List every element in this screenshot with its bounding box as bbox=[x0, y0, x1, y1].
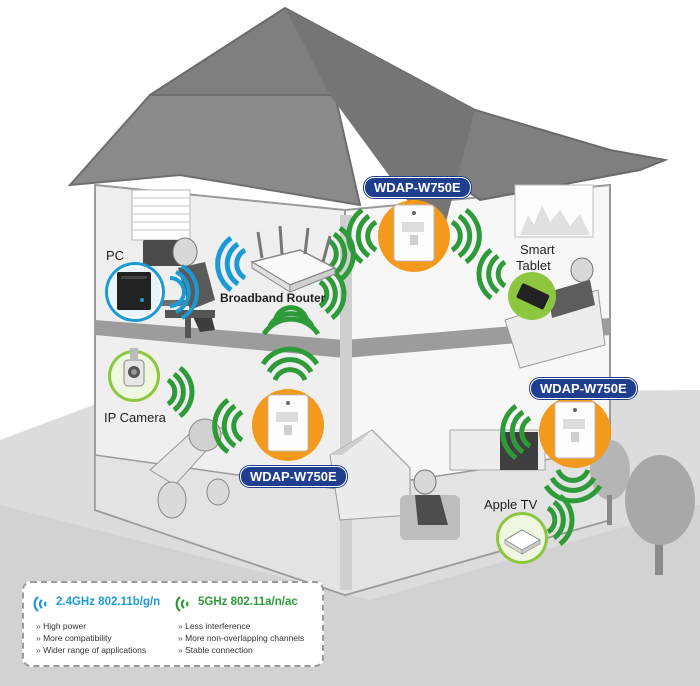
legend-box: 2.4GHz 802.11b/g/n High power More compa… bbox=[22, 581, 324, 667]
legend-24ghz-title: 2.4GHz 802.11b/g/n bbox=[56, 596, 161, 608]
legend-24ghz-item: Wider range of applications bbox=[36, 645, 146, 655]
smart-tablet-label-line1: Smart bbox=[520, 242, 555, 257]
window-city-view bbox=[514, 184, 594, 238]
router-icon bbox=[250, 225, 337, 293]
ip-camera-label: IP Camera bbox=[104, 410, 166, 425]
ip-camera-icon bbox=[108, 348, 160, 402]
wifi-arcs-apple-tv bbox=[546, 494, 575, 546]
wifi-arcs-2g-pc bbox=[169, 264, 200, 320]
bed-with-person bbox=[504, 257, 606, 369]
wifi-arcs-ap2 bbox=[212, 346, 320, 455]
legend-5ghz-item: Stable connection bbox=[178, 645, 253, 655]
wifi-arcs-tablet bbox=[476, 248, 507, 300]
wifi-arcs-2g-router bbox=[215, 235, 247, 293]
wifi-arcs-camera bbox=[166, 366, 195, 418]
access-point-1-icon bbox=[378, 200, 450, 272]
legend-5ghz-item: More non-overlapping channels bbox=[178, 633, 304, 643]
wifi-5ghz-icon bbox=[175, 596, 189, 612]
legend-24ghz-item: More compatibility bbox=[36, 633, 112, 643]
wifi-24ghz-icon bbox=[33, 596, 47, 612]
legend-5ghz-title: 5GHz 802.11a/n/ac bbox=[198, 596, 298, 608]
tv-cabinet bbox=[449, 429, 546, 471]
smart-tablet-icon bbox=[508, 272, 556, 320]
window-blinds bbox=[131, 189, 191, 241]
wifi-arcs-5g-router-lower bbox=[318, 268, 347, 320]
ap-badge-3: WDAP-W750E bbox=[530, 378, 637, 399]
ap-badge-2: WDAP-W750E bbox=[240, 466, 347, 487]
smart-tablet-label-line2: Tablet bbox=[516, 258, 551, 273]
router-label: Broadband Router bbox=[220, 291, 326, 305]
ap-badge-1: WDAP-W750E bbox=[364, 177, 471, 198]
apple-tv-label: Apple TV bbox=[484, 497, 538, 512]
armchair-person bbox=[400, 469, 460, 540]
apple-tv-icon bbox=[496, 512, 548, 564]
wifi-arcs-ap3 bbox=[500, 403, 603, 504]
legend-5ghz-item: Less interference bbox=[178, 621, 250, 631]
legend-24ghz-item: High power bbox=[36, 621, 86, 631]
wifi-arcs-ap1 bbox=[346, 207, 482, 265]
house-floor-upper bbox=[95, 318, 610, 358]
roof-left bbox=[67, 94, 362, 207]
pc-icon bbox=[105, 262, 165, 322]
pc-label: PC bbox=[106, 248, 125, 263]
access-point-2-icon bbox=[252, 389, 324, 461]
access-point-3-icon bbox=[539, 396, 611, 468]
doghouse bbox=[329, 429, 411, 521]
wifi-arcs-5g-router-down bbox=[261, 305, 321, 336]
